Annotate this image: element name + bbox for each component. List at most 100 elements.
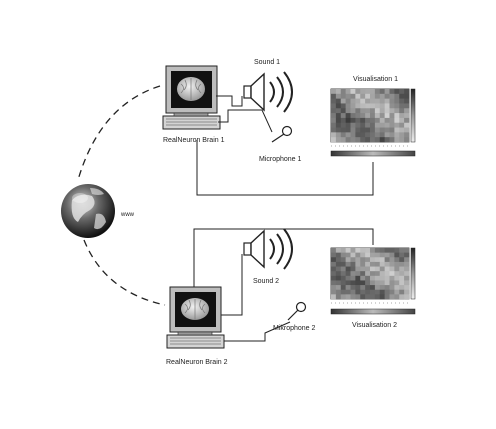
heatmap-cell <box>365 127 371 133</box>
heatmap-cell <box>370 285 376 291</box>
heatmap-cell <box>345 266 351 272</box>
heatmap-cell <box>379 280 385 286</box>
heatmap-cell <box>389 108 395 114</box>
heatmap-cell <box>374 271 381 277</box>
heatmap-cell <box>355 266 361 272</box>
heatmap-cell <box>365 113 371 119</box>
heatmap-cell <box>355 132 361 138</box>
heatmap-cell <box>345 132 351 138</box>
heatmap-cell <box>331 294 337 300</box>
heatmap-cell <box>365 252 371 258</box>
heatmap-cell <box>345 252 351 258</box>
heatmap-cell <box>379 98 385 104</box>
heatmap-cell <box>331 261 337 267</box>
heatmap-cell <box>374 285 381 291</box>
heatmap-cell <box>335 266 342 272</box>
heatmap-cell <box>379 261 385 267</box>
heatmap-cell <box>345 113 351 119</box>
heatmap-cell <box>394 252 400 258</box>
microphone-icon-2 <box>287 301 307 321</box>
heatmap-cell <box>389 127 395 133</box>
heatmap-cell <box>355 137 361 143</box>
heatmap-cell <box>379 294 385 300</box>
heatmap-cell <box>335 108 342 114</box>
heatmap-cell <box>360 89 366 95</box>
heatmap-cell <box>404 271 410 277</box>
heatmap-cell <box>331 113 337 119</box>
heatmap-cell <box>389 294 395 300</box>
heatmap-cell <box>350 257 356 263</box>
heatmap-cell <box>370 98 376 104</box>
heatmap-cell <box>350 248 356 253</box>
microphone-icon-1 <box>271 125 293 143</box>
heatmap-cell <box>345 261 351 267</box>
www-link-arc-bottom <box>83 239 166 306</box>
heatmap-cell <box>360 117 366 124</box>
heatmap-cell <box>370 248 376 253</box>
heatmap-cell <box>394 127 400 133</box>
heatmap-cell <box>365 103 371 109</box>
heatmap-cell <box>340 289 346 295</box>
heatmap-cell <box>340 127 346 133</box>
heatmap-cell <box>374 252 381 258</box>
heatmap-cell <box>384 289 390 295</box>
heatmap-cell <box>389 137 395 143</box>
heatmap-cell <box>335 280 342 286</box>
heatmap-cell <box>360 103 366 109</box>
heatmap-cell <box>360 122 366 128</box>
www-label: www <box>120 212 135 218</box>
heatmap-cell <box>389 122 395 128</box>
heatmap-cell <box>331 127 337 133</box>
heatmap-panel-1 <box>330 88 416 157</box>
heatmap-cell <box>350 266 356 272</box>
heatmap-cell <box>384 285 390 291</box>
microphone-1-label: Microphone 1 <box>259 156 302 163</box>
heatmap-cell <box>394 117 400 124</box>
heatmap-cell <box>355 89 361 95</box>
heatmap-cell <box>331 108 337 114</box>
heatmap-cell <box>399 98 405 104</box>
heatmap-cell <box>379 271 385 277</box>
heatmap-cell <box>355 93 361 99</box>
heatmap-cell <box>335 261 342 267</box>
heatmap-cell <box>394 261 400 267</box>
heatmap-cell <box>360 248 366 253</box>
heatmap-cell <box>360 98 366 104</box>
heatmap-cell <box>374 275 381 281</box>
heatmap-cell <box>384 108 390 114</box>
heatmap-cell <box>335 275 342 281</box>
heatmap-cell <box>399 117 405 124</box>
heatmap-cell <box>404 280 410 286</box>
heatmap-cell <box>331 89 337 95</box>
heatmap-cell <box>389 98 395 104</box>
wire-brain2-visualisation2 <box>193 228 374 287</box>
heatmap-cell <box>379 132 385 138</box>
heatmap-cell <box>365 271 371 277</box>
heatmap-cell <box>389 289 395 295</box>
heatmap-cell <box>331 275 337 281</box>
heatmap-cell <box>370 257 376 263</box>
heatmap-cell <box>345 294 351 300</box>
heatmap-cell <box>340 248 346 253</box>
heatmap-cell <box>399 137 405 143</box>
heatmap-cell <box>350 108 356 114</box>
heatmap-cell <box>335 289 342 295</box>
heatmap-cell <box>345 271 351 277</box>
heatmap-cell <box>365 108 371 114</box>
heatmap-cell <box>345 289 351 295</box>
heatmap-cell <box>355 117 361 124</box>
globe-icon <box>61 184 115 238</box>
heatmap-cell <box>355 127 361 133</box>
heatmap-cell <box>399 294 405 300</box>
heatmap-cell <box>360 108 366 114</box>
heatmap-cell <box>350 127 356 133</box>
heatmap-cell <box>379 248 385 253</box>
heatmap-cell <box>365 93 371 99</box>
heatmap-cell <box>335 127 342 133</box>
heatmap-cell <box>374 117 381 124</box>
heatmap-cell <box>360 132 366 138</box>
heatmap-cell <box>379 285 385 291</box>
heatmap-cell <box>345 285 351 291</box>
heatmap-cell <box>335 257 342 263</box>
